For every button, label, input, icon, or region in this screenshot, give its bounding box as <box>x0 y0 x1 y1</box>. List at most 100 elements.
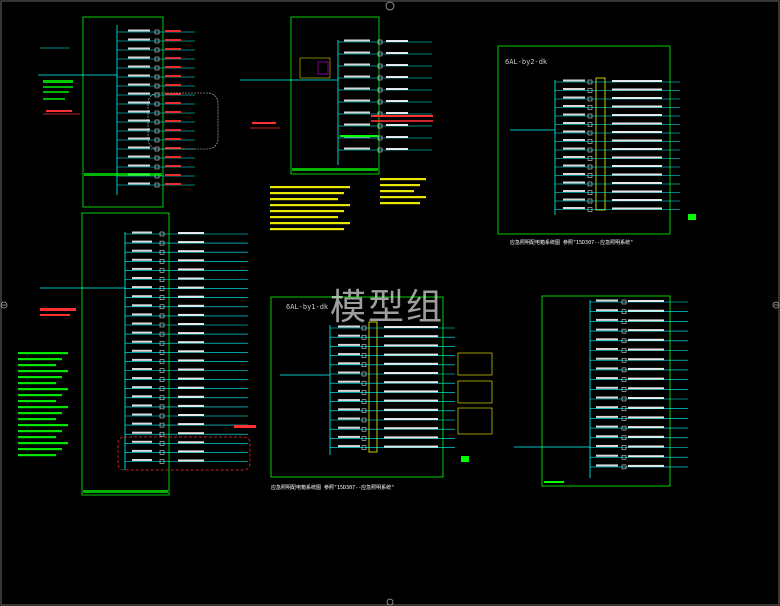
circuit-tag <box>178 268 204 271</box>
circuit-tag <box>178 359 204 362</box>
breaker-symbol <box>587 122 593 127</box>
circuit-label <box>596 425 618 428</box>
circuit-label <box>128 110 150 113</box>
circuit-tag <box>178 323 204 325</box>
circuit-label <box>563 198 585 201</box>
circuit-tag <box>165 129 181 131</box>
circuit-label <box>344 87 370 90</box>
circuit-tag <box>165 48 181 50</box>
breaker-symbol <box>159 304 165 310</box>
circuit-tag <box>178 414 204 416</box>
breaker-symbol <box>621 338 627 344</box>
circuit-tag <box>612 182 662 184</box>
breaker-symbol <box>154 101 160 107</box>
border-marker-top <box>385 1 395 11</box>
circuit-label <box>563 122 585 124</box>
breaker-symbol <box>361 390 367 395</box>
circuit-label <box>132 431 152 434</box>
circuit-label <box>132 286 152 289</box>
circuit-tag <box>628 358 664 361</box>
circuit-tag <box>612 97 662 99</box>
breaker-symbol <box>159 368 165 373</box>
circuit-label <box>563 139 585 141</box>
breaker-symbol <box>587 130 593 136</box>
breaker-symbol <box>587 173 593 178</box>
panel-a-frame <box>82 16 164 208</box>
circuit-label <box>132 277 152 279</box>
circuit-tag <box>165 174 181 176</box>
circuit-tag <box>178 250 204 253</box>
note-line <box>18 394 62 397</box>
circuit-label <box>132 331 152 334</box>
panel-bg1 <box>270 296 493 478</box>
note-line <box>18 388 68 391</box>
circuit-tag <box>165 57 181 59</box>
circuit-tag <box>628 309 664 312</box>
circuit-label <box>132 459 152 461</box>
circuit-label <box>128 164 150 167</box>
breaker-symbol <box>154 92 160 98</box>
circuit-label <box>563 164 585 167</box>
circuit-label <box>344 147 370 150</box>
panel-d-red-cloud <box>117 436 251 471</box>
note-line <box>380 184 420 187</box>
circuit-label <box>132 368 152 370</box>
circuit-tag <box>384 399 438 402</box>
circuit-tag <box>628 406 664 409</box>
breaker-symbol <box>154 83 160 89</box>
breaker-symbol <box>377 135 383 141</box>
circuit-label <box>128 146 150 149</box>
circuit-label <box>596 299 618 302</box>
panel-bg2-title: 6AL-by2-dk <box>505 58 548 66</box>
circuit-tag <box>178 404 204 407</box>
panel-a-cloud-mark <box>147 92 219 150</box>
breaker-symbol <box>621 464 627 470</box>
circuit-tag <box>386 124 408 126</box>
breaker-symbol <box>621 377 627 382</box>
circuit-tag <box>384 335 438 338</box>
circuit-tag <box>178 350 204 353</box>
circuit-tag <box>178 441 204 444</box>
circuit-tag <box>165 93 181 95</box>
circuit-tag <box>384 381 438 384</box>
circuit-tag <box>178 286 204 289</box>
circuit-label <box>338 426 360 429</box>
circuit-label <box>596 435 618 438</box>
circuit-tag <box>628 377 664 380</box>
breaker-symbol <box>377 147 383 153</box>
circuit-tag <box>386 88 408 90</box>
note-line <box>18 358 62 361</box>
circuit-label <box>128 83 150 86</box>
note-line <box>18 418 56 421</box>
circuit-tag <box>178 313 204 316</box>
note-line <box>18 454 56 457</box>
circuit-label <box>563 147 585 150</box>
breaker-symbol <box>159 240 165 246</box>
circuit-tag <box>628 338 664 341</box>
circuit-tag <box>178 377 204 380</box>
circuit-label <box>338 371 360 374</box>
breaker-symbol <box>154 119 160 125</box>
circuit-tag <box>178 295 204 298</box>
breaker-symbol <box>361 334 367 340</box>
breaker-symbol <box>159 268 165 273</box>
note-line <box>18 400 56 403</box>
circuit-label <box>338 380 360 383</box>
circuit-label <box>132 295 152 298</box>
circuit-tag <box>178 423 204 426</box>
circuit-tag <box>384 362 438 365</box>
circuit-label <box>132 240 152 243</box>
circuit-tag <box>384 390 438 393</box>
note-line <box>270 198 338 201</box>
circuit-tag <box>178 241 204 244</box>
circuit-tag <box>384 427 438 430</box>
breaker-symbol <box>587 147 593 153</box>
breaker-symbol <box>587 190 593 195</box>
note-line <box>18 376 62 379</box>
circuit-label <box>596 377 618 380</box>
circuit-label <box>128 101 150 104</box>
circuit-label <box>132 422 152 425</box>
circuit-tag <box>628 416 664 419</box>
circuit-label <box>344 51 370 54</box>
